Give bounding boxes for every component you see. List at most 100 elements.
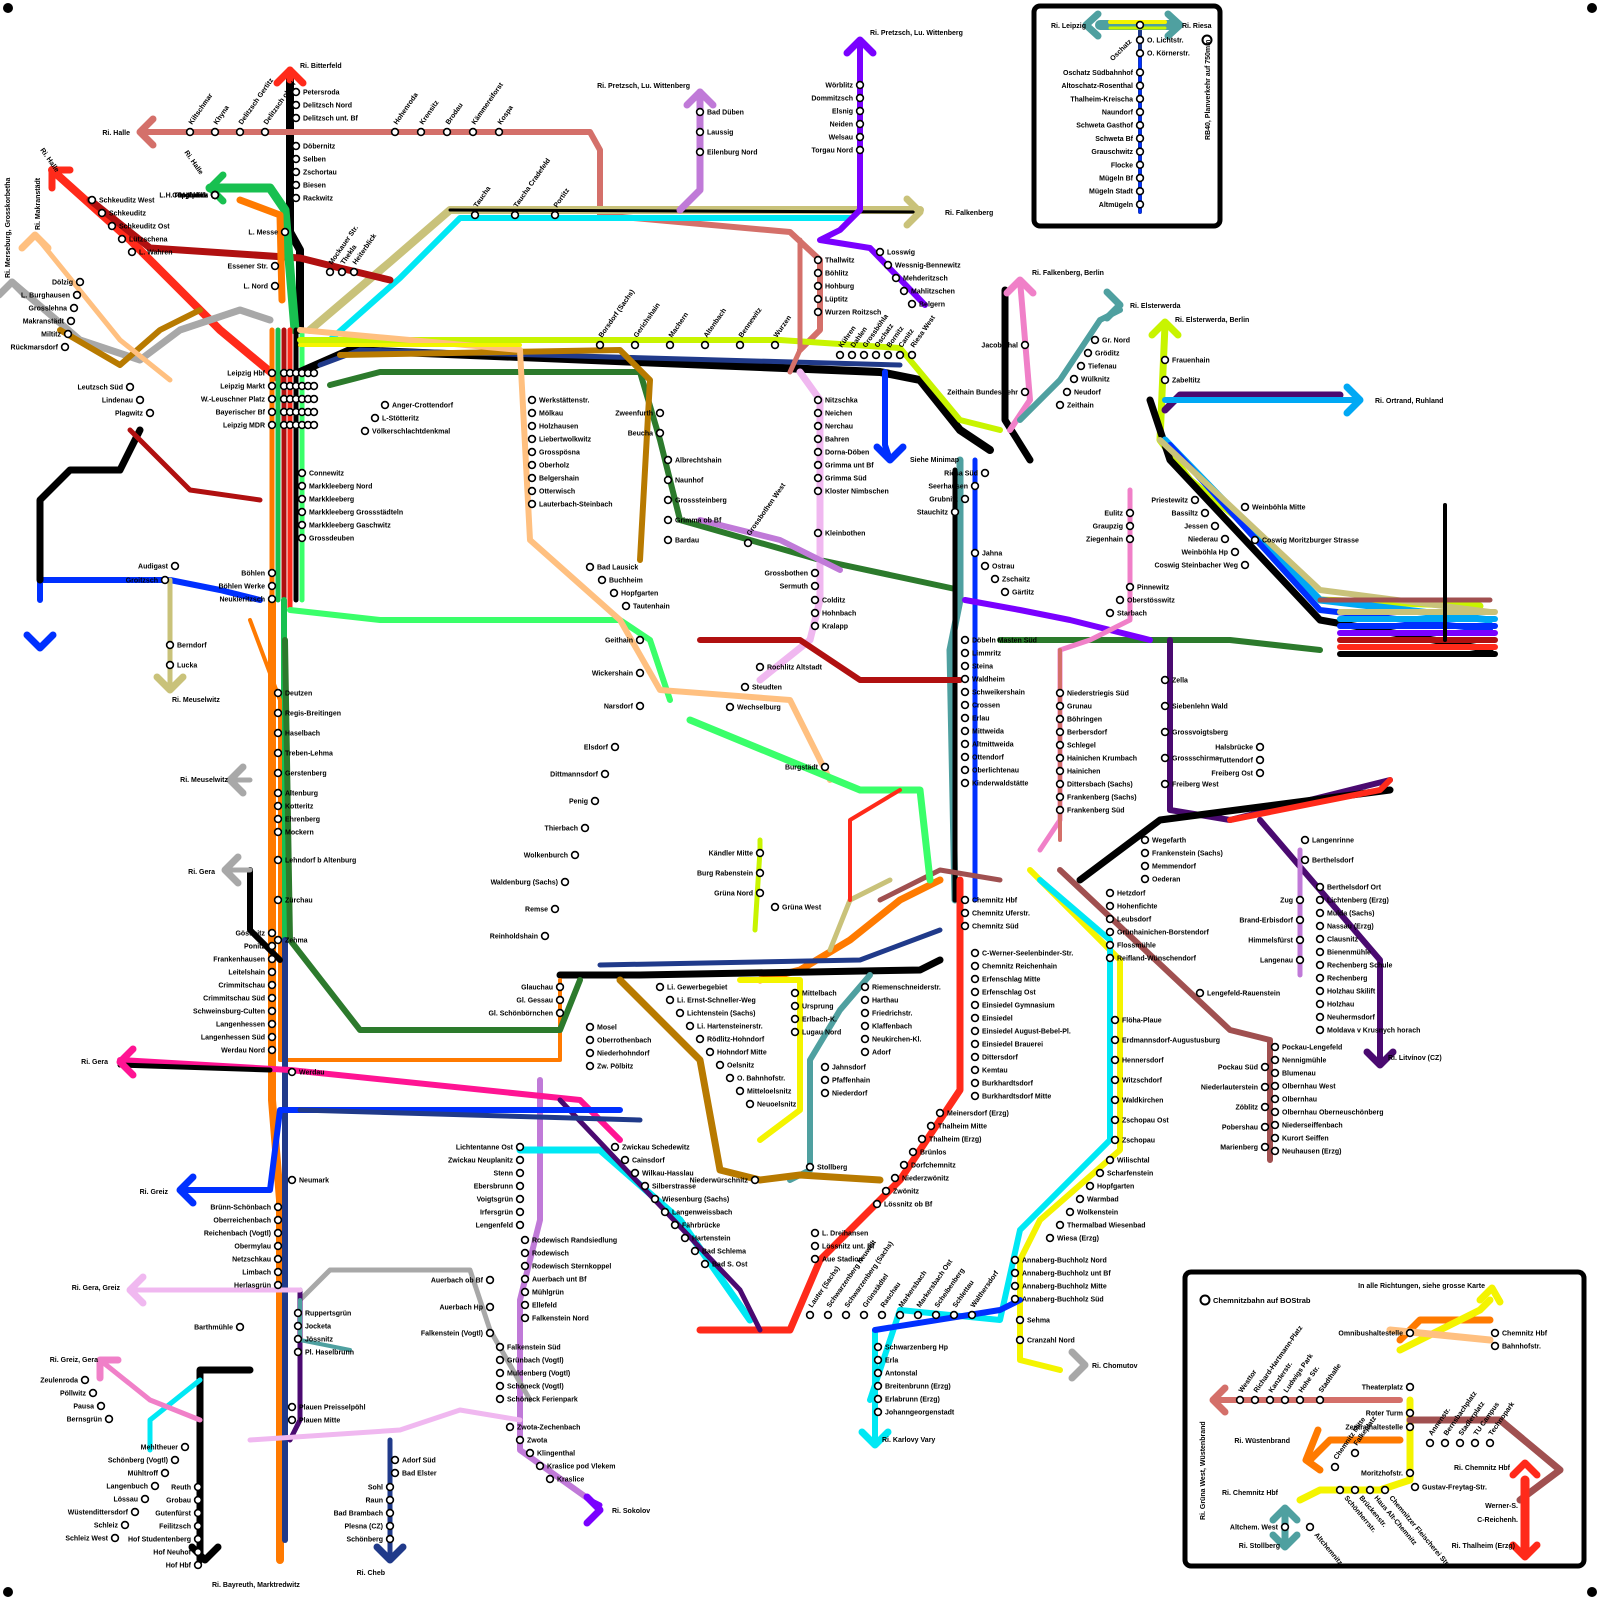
station-marker	[812, 610, 819, 617]
station-marker	[893, 275, 900, 282]
station-marker	[289, 1177, 296, 1184]
station-label: Niederau	[1188, 537, 1218, 544]
station-label: Lehndorf b Altenburg	[285, 858, 356, 865]
station-label: Altenbach	[703, 307, 728, 339]
station-marker	[122, 1522, 129, 1529]
station-label: Schlegel	[1067, 743, 1096, 750]
station-label: Welsau	[829, 135, 853, 142]
station-label: Hetzdorf	[1117, 891, 1146, 898]
station-label: Neuoelsnitz	[757, 1102, 797, 1109]
station-marker	[542, 933, 549, 940]
station-marker	[351, 269, 358, 276]
station-marker	[1127, 510, 1134, 517]
station-label: Makranstädt	[23, 319, 65, 326]
station-marker	[677, 1010, 684, 1017]
station-label: Markkleeberg	[309, 497, 354, 504]
station-label: Groitzsch	[126, 578, 158, 585]
station-marker	[1017, 1337, 1024, 1344]
station-marker	[837, 352, 844, 359]
station-label: Erlabrunn (Erzg)	[885, 1397, 940, 1404]
station-marker	[293, 182, 300, 189]
station-marker	[815, 475, 822, 482]
station-label: Jössnitz	[305, 1337, 334, 1344]
station-marker	[212, 129, 219, 136]
station-label: Gärtitz	[1012, 590, 1035, 597]
station-label: Sohl	[368, 1485, 383, 1492]
inset-station	[1137, 135, 1144, 142]
inset-station-label: Naundorf	[1102, 110, 1134, 117]
station-label: Sehma	[1027, 1318, 1050, 1325]
station-marker	[272, 263, 279, 270]
station-marker	[972, 1067, 979, 1074]
station-marker	[119, 236, 126, 243]
station-marker	[972, 950, 979, 957]
station-label: Klingenthal	[537, 1451, 575, 1458]
station-label: L-Stötteritz	[382, 416, 419, 423]
station-label: Netzschkau	[232, 1257, 271, 1264]
station-marker	[1317, 897, 1324, 904]
station-label: Freiberg Ost	[1211, 771, 1253, 778]
station-label: Thalheim Mitte	[938, 1124, 987, 1131]
station-marker	[162, 577, 169, 584]
station-label: Elsdorf	[584, 745, 609, 752]
station-marker	[1317, 975, 1324, 982]
station-label: Jocketa	[305, 1324, 331, 1331]
station-label: Markkleeberg Nord	[309, 484, 372, 491]
station-marker	[1272, 1135, 1279, 1142]
station-label: L. Messe	[248, 230, 278, 237]
station-label: Schleiz West	[65, 1536, 108, 1543]
station-label: Wickershain	[592, 671, 633, 678]
station-label: Lengenfeld	[476, 1223, 513, 1230]
station-label: Berthelsdorf	[1312, 858, 1354, 865]
inset-station-label: Mügeln Stadt	[1089, 189, 1134, 196]
station-label: Delitzsch unt. Bf	[303, 116, 359, 123]
station-label: Fährbrücke	[682, 1223, 720, 1230]
station-marker	[1272, 1083, 1279, 1090]
station-marker	[962, 702, 969, 709]
station-marker	[909, 301, 916, 308]
station-marker	[972, 1054, 979, 1061]
station-marker	[529, 423, 536, 430]
station-marker	[299, 522, 306, 529]
station-label: Hohenroda	[393, 92, 420, 126]
station-label: Selben	[303, 157, 326, 164]
station-label: Niederseiffenbach	[1282, 1123, 1343, 1130]
station-marker	[972, 1028, 979, 1035]
station-marker	[522, 1302, 529, 1309]
station-label: Chemnitz Süd	[972, 924, 1019, 931]
station-label: Delitzsch Nord	[303, 103, 352, 110]
station-marker	[522, 1237, 529, 1244]
inset-station	[1137, 22, 1144, 29]
station-marker	[992, 576, 999, 583]
station-label: Ostrau	[992, 564, 1015, 571]
navy-line	[600, 930, 940, 965]
station-label: Breitenbrunn (Erzg)	[885, 1384, 951, 1391]
station-marker	[1212, 523, 1219, 530]
station-marker	[665, 537, 672, 544]
station-label: Thierbach	[545, 826, 578, 833]
station-label: Schkeuditz West	[99, 198, 155, 205]
station-marker	[667, 997, 674, 1004]
station-label: Gerichshain	[633, 302, 662, 339]
station-marker	[901, 1162, 908, 1169]
station-label: Penig	[569, 799, 588, 806]
station-label: Regis-Breitingen	[285, 711, 341, 718]
inset-station	[1137, 201, 1144, 208]
station-label: Einsiedel	[982, 1016, 1013, 1023]
station-label: Auerbach Hp	[439, 1305, 483, 1312]
station-label: Werdau	[299, 1070, 325, 1077]
station-label: Seerhausen	[928, 484, 968, 491]
station-label: Siebenlehn Wald	[1172, 704, 1228, 711]
inset-station	[1412, 1484, 1419, 1491]
station-marker	[1087, 1183, 1094, 1190]
station-label: Schweikershain	[972, 690, 1025, 697]
station-marker	[812, 570, 819, 577]
station-label: Pl. Haselbrunn	[305, 1350, 354, 1357]
station-marker	[311, 383, 318, 390]
station-marker	[497, 1344, 504, 1351]
station-label: Chemnitz Hbf	[972, 898, 1018, 905]
station-marker	[972, 989, 979, 996]
station-marker	[522, 1315, 529, 1322]
station-marker	[547, 1476, 554, 1483]
station-label: Leipzig Markt	[220, 384, 265, 391]
